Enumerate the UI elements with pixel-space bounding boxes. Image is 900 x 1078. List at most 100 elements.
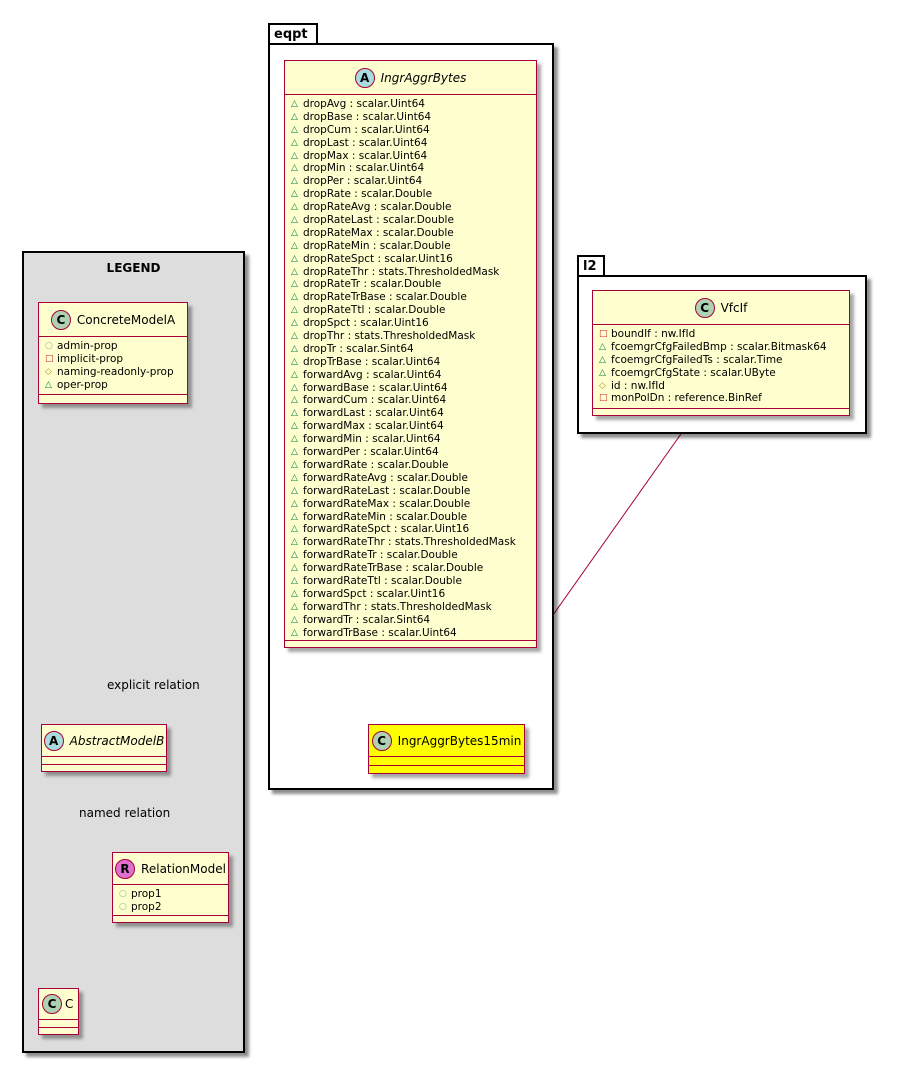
attribute-row: △forwardCum : scalar.Uint64	[291, 394, 447, 407]
package-icon: △	[291, 331, 298, 342]
package-icon: △	[291, 537, 298, 548]
package-icon: △	[291, 318, 298, 329]
explicit-relation-label: explicit relation	[107, 678, 200, 692]
attribute-row: △dropRateMax : scalar.Double	[291, 226, 454, 239]
package-icon: △	[291, 524, 298, 535]
attribute-row: △dropMin : scalar.Uint64	[291, 162, 425, 175]
package-icon: △	[291, 382, 298, 393]
package-icon: △	[291, 563, 298, 574]
attribute-row: △dropPer : scalar.Uint64	[291, 175, 423, 188]
attribute-row: ○prop1	[119, 888, 162, 900]
attribute-row: △dropTrBase : scalar.Uint64	[291, 355, 441, 368]
package-icon: △	[291, 176, 298, 187]
package-icon: △	[291, 472, 298, 483]
public-icon: ○	[119, 901, 127, 912]
class-vfcif: C VfcIf □boundIf : nw.IfId △fcoemgrCfgFa…	[592, 290, 850, 416]
package-icon: △	[291, 240, 298, 251]
public-icon: ○	[119, 889, 127, 899]
attribute-row: △forwardSpct : scalar.Uint16	[291, 587, 446, 600]
attribute-row: △forwardTrBase : scalar.Uint64	[291, 626, 457, 639]
class-ingr-aggr-bytes-15min: C IngrAggrBytes15min	[368, 724, 525, 774]
class-concrete-model-a: C ConcreteModelA ○admin-prop □implicit-p…	[38, 302, 188, 404]
private-icon: □	[599, 329, 608, 339]
package-icon: △	[599, 367, 606, 378]
named-relation-label: named relation	[79, 806, 171, 820]
package-icon: △	[291, 279, 298, 290]
attribute-row: △forwardAvg : scalar.Uint64	[291, 368, 442, 381]
protected-icon: ◇	[45, 366, 52, 377]
package-icon: △	[291, 99, 298, 109]
attribute-row: ◇naming-readonly-prop	[45, 365, 174, 378]
package-icon: △	[291, 498, 298, 509]
attribute-row: △forwardBase : scalar.Uint64	[291, 381, 448, 394]
package-icon: △	[291, 627, 298, 638]
class-abstract-model-b: A AbstractModelB	[41, 724, 167, 772]
class-name: VfcIf	[720, 300, 748, 315]
attribute-row: △forwardRateTr : scalar.Double	[291, 549, 458, 562]
attribute-row: △dropRateTr : scalar.Double	[291, 278, 442, 291]
attribute-row: □boundIf : nw.IfId	[599, 328, 696, 340]
class-name: ConcreteModelA	[76, 312, 176, 327]
package-icon: △	[291, 408, 298, 419]
package-icon: △	[291, 575, 298, 586]
package-icon: △	[291, 292, 298, 303]
attribute-row: △dropBase : scalar.Uint64	[291, 110, 432, 123]
package-icon: △	[45, 379, 52, 390]
protected-icon: ◇	[599, 380, 606, 391]
package-icon: △	[291, 395, 298, 406]
attribute-row: △forwardPer : scalar.Uint64	[291, 446, 439, 459]
attribute-row: △forwardMax : scalar.Uint64	[291, 420, 444, 433]
package-icon: △	[291, 163, 298, 174]
attribute-row: ◇id : nw.IfId	[599, 379, 665, 392]
package-icon: △	[291, 369, 298, 380]
attribute-row: △dropRateTrBase : scalar.Double	[291, 291, 467, 304]
attribute-row: △dropAvg : scalar.Uint64	[291, 98, 425, 110]
class-relation-model: R RelationModel ○prop1 ○prop2	[112, 852, 229, 923]
package-icon: △	[291, 421, 298, 432]
attribute-row: △oper-prop	[45, 378, 108, 391]
package-icon: △	[291, 614, 298, 625]
public-icon: ○	[45, 341, 53, 351]
attribute-row: △forwardRateMin : scalar.Double	[291, 510, 468, 523]
attribute-row: △dropLast : scalar.Uint64	[291, 136, 428, 149]
attribute-row: △forwardRateThr : stats.ThresholdedMask	[291, 536, 516, 549]
package-icon: △	[291, 189, 298, 200]
package-icon: △	[291, 266, 298, 277]
attribute-row: △forwardMin : scalar.Uint64	[291, 433, 441, 446]
package-icon: △	[291, 601, 298, 612]
attribute-row: △fcoemgrCfgFailedBmp : scalar.Bitmask64	[599, 340, 827, 353]
package-icon: △	[291, 111, 298, 122]
package-icon: △	[291, 202, 298, 213]
class-c: C C	[38, 988, 79, 1035]
class-name: IngrAggrBytes	[380, 70, 467, 85]
attribute-row: △dropRateLast : scalar.Double	[291, 214, 454, 227]
attribute-row: △dropRate : scalar.Double	[291, 188, 433, 201]
attribute-row: △forwardRateTtl : scalar.Double	[291, 574, 462, 587]
package-icon: △	[291, 253, 298, 264]
package-icon: △	[291, 459, 298, 470]
private-icon: □	[599, 393, 608, 404]
package-icon: △	[599, 354, 606, 365]
private-icon: □	[45, 353, 54, 364]
package-icon: △	[291, 343, 298, 354]
attribute-row: △forwardRateLast : scalar.Double	[291, 484, 471, 497]
attribute-row: △forwardRateMax : scalar.Double	[291, 497, 471, 510]
package-eqpt-tab: eqpt	[268, 23, 318, 45]
attribute-row: △fcoemgrCfgState : scalar.UByte	[599, 366, 776, 379]
attribute-row: △dropTr : scalar.Sint64	[291, 342, 414, 355]
package-icon: △	[291, 485, 298, 496]
attribute-row: △fcoemgrCfgFailedTs : scalar.Time	[599, 353, 783, 366]
attribute-row: △forwardRate : scalar.Double	[291, 458, 449, 471]
attribute-row: △dropRateAvg : scalar.Double	[291, 201, 452, 214]
attribute-row: △dropRateSpct : scalar.Uint16	[291, 252, 453, 265]
attribute-list: ○admin-prop □implicit-prop ◇naming-reado…	[39, 337, 187, 395]
package-icon: △	[291, 305, 298, 316]
class-c-icon: C	[42, 994, 62, 1014]
package-icon: △	[291, 150, 298, 161]
attribute-list: □boundIf : nw.IfId △fcoemgrCfgFailedBmp …	[593, 325, 849, 409]
attribute-row: △dropRateTtl : scalar.Double	[291, 304, 446, 317]
class-name: IngrAggrBytes15min	[397, 733, 522, 748]
attribute-row: △forwardLast : scalar.Uint64	[291, 407, 444, 420]
class-name: C	[65, 997, 74, 1011]
class-c-icon: C	[694, 297, 715, 318]
